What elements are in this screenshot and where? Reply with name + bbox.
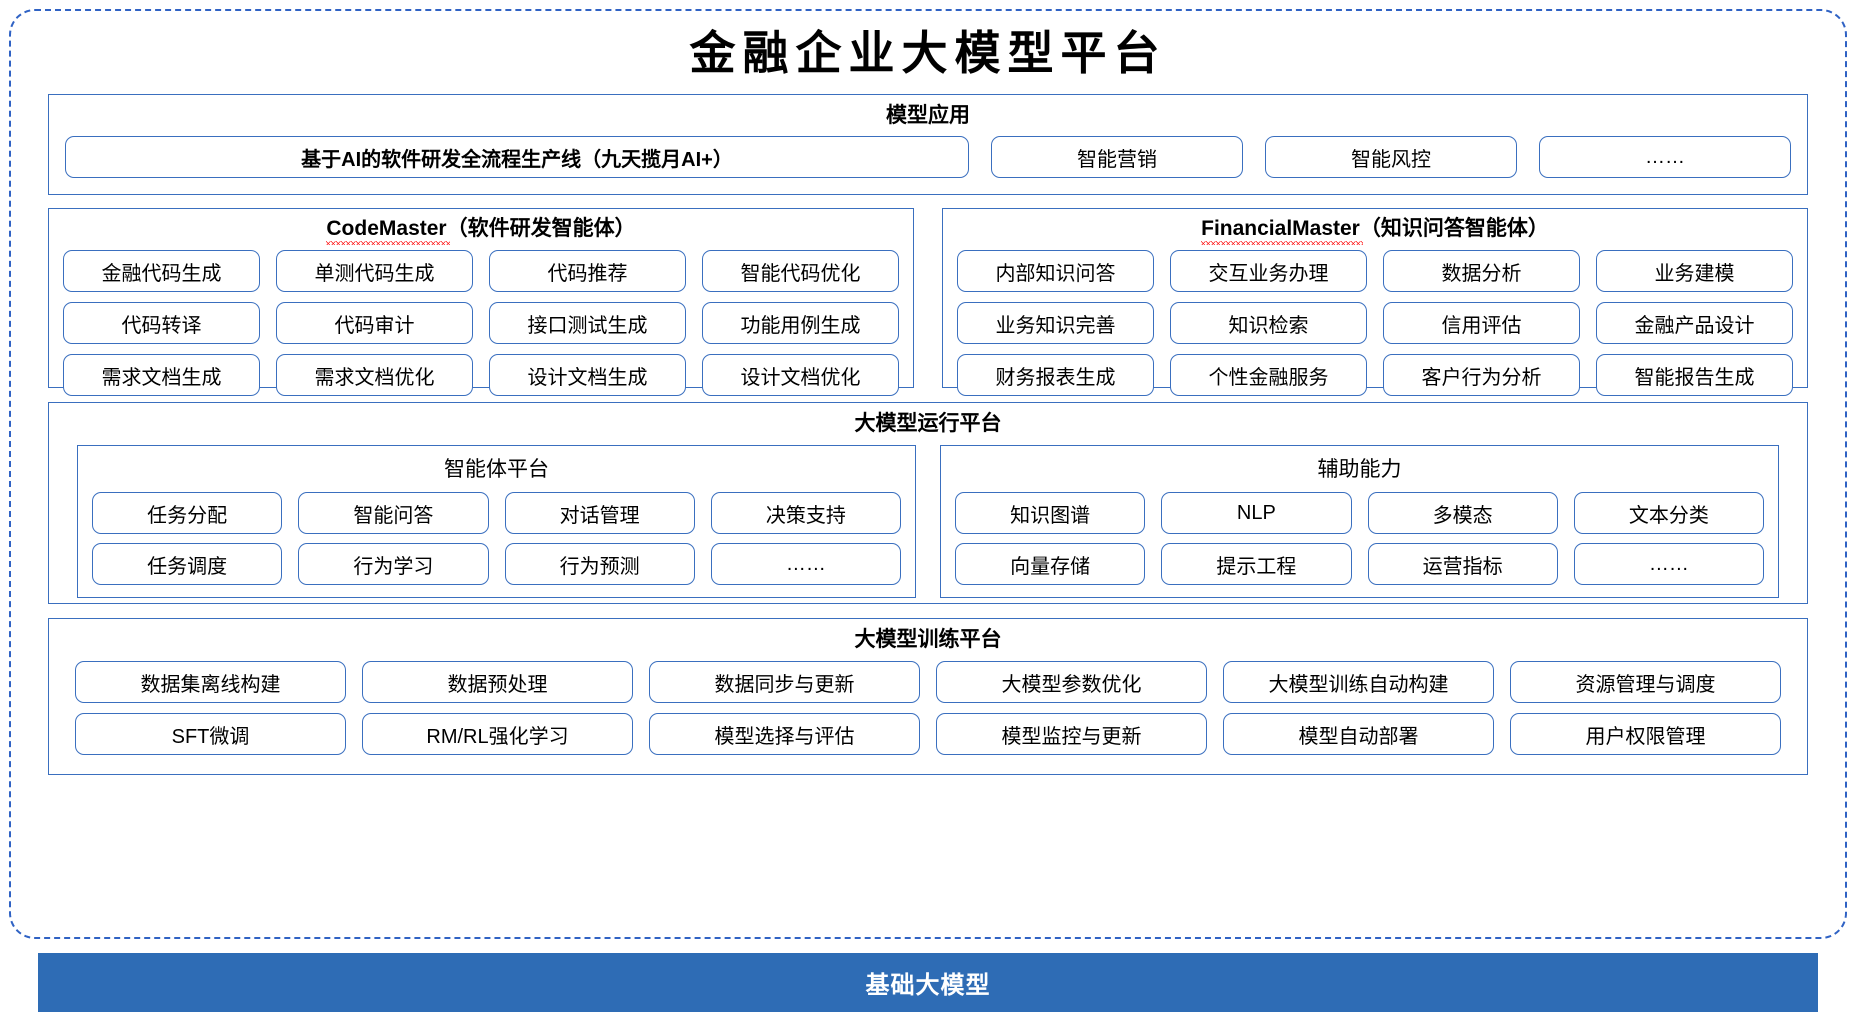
codemaster-suffix: （软件研发智能体） xyxy=(446,217,636,240)
agent-platform-row-0: 任务分配 智能问答 对话管理 决策支持 xyxy=(92,492,901,535)
codemaster-item-0-2[interactable]: 代码推荐 xyxy=(489,250,686,293)
financialmaster-name: FinancialMaster xyxy=(1201,217,1363,246)
training-item-1-1[interactable]: RM/RL强化学习 xyxy=(362,713,633,756)
subpanel-auxiliary-capability: 辅助能力 知识图谱 NLP 多模态 文本分类 向量存储 提示工程 运营指标 …… xyxy=(940,445,1779,599)
outer-dashed-frame xyxy=(9,9,1847,939)
financialmaster-item-2-0[interactable]: 财务报表生成 xyxy=(957,354,1154,397)
section-title-model-application: 模型应用 xyxy=(886,104,970,127)
codemaster-item-1-1[interactable]: 代码审计 xyxy=(276,302,473,345)
codemaster-item-2-1[interactable]: 需求文档优化 xyxy=(276,354,473,397)
training-item-1-0[interactable]: SFT微调 xyxy=(75,713,346,756)
auxiliary-row-1: 向量存储 提示工程 运营指标 …… xyxy=(955,543,1764,586)
training-item-0-4[interactable]: 大模型训练自动构建 xyxy=(1223,661,1494,704)
section-title-financialmaster: FinancialMaster（知识问答智能体） xyxy=(957,217,1793,246)
app-item-0[interactable]: 智能营销 xyxy=(991,136,1243,179)
financialmaster-item-0-2[interactable]: 数据分析 xyxy=(1383,250,1580,293)
subpanel-agent-platform: 智能体平台 任务分配 智能问答 对话管理 决策支持 任务调度 行为学习 行为预测… xyxy=(77,445,916,599)
financialmaster-row-2: 财务报表生成 个性金融服务 客户行为分析 智能报告生成 xyxy=(957,354,1793,397)
training-row-0: 数据集离线构建 数据预处理 数据同步与更新 大模型参数优化 大模型训练自动构建 … xyxy=(75,661,1781,704)
codemaster-name: CodeMaster xyxy=(326,217,450,246)
codemaster-item-0-0[interactable]: 金融代码生成 xyxy=(63,250,260,293)
financialmaster-item-1-2[interactable]: 信用评估 xyxy=(1383,302,1580,345)
agent-platform-item-0-2[interactable]: 对话管理 xyxy=(504,492,695,535)
section-financialmaster: FinancialMaster（知识问答智能体） 内部知识问答 交互业务办理 数… xyxy=(942,208,1808,397)
auxiliary-item-1-2[interactable]: 运营指标 xyxy=(1367,543,1558,586)
training-item-1-5[interactable]: 用户权限管理 xyxy=(1510,713,1781,756)
agent-platform-item-1-0[interactable]: 任务调度 xyxy=(92,543,283,586)
foundation-model-banner: 基础大模型 xyxy=(38,953,1818,1012)
agent-platform-item-1-3[interactable]: …… xyxy=(710,543,901,586)
auxiliary-item-1-0[interactable]: 向量存储 xyxy=(955,543,1146,586)
financialmaster-item-1-1[interactable]: 知识检索 xyxy=(1170,302,1367,345)
agent-platform-row-1: 任务调度 行为学习 行为预测 …… xyxy=(92,543,901,586)
agent-platform-item-0-1[interactable]: 智能问答 xyxy=(298,492,489,535)
section-training-platform: 大模型训练平台 数据集离线构建 数据预处理 数据同步与更新 大模型参数优化 大模… xyxy=(48,618,1808,775)
codemaster-item-0-3[interactable]: 智能代码优化 xyxy=(702,250,899,293)
training-item-0-2[interactable]: 数据同步与更新 xyxy=(649,661,920,704)
financialmaster-item-2-2[interactable]: 客户行为分析 xyxy=(1383,354,1580,397)
agent-platform-item-0-3[interactable]: 决策支持 xyxy=(710,492,901,535)
financialmaster-item-1-3[interactable]: 金融产品设计 xyxy=(1596,302,1793,345)
financialmaster-item-0-1[interactable]: 交互业务办理 xyxy=(1170,250,1367,293)
financialmaster-row-1: 业务知识完善 知识检索 信用评估 金融产品设计 xyxy=(957,302,1793,345)
agent-platform-item-1-1[interactable]: 行为学习 xyxy=(298,543,489,586)
section-runtime-platform: 大模型运行平台 智能体平台 任务分配 智能问答 对话管理 决策支持 任务调度 行… xyxy=(48,402,1808,604)
training-row-1: SFT微调 RM/RL强化学习 模型选择与评估 模型监控与更新 模型自动部署 用… xyxy=(75,713,1781,756)
agent-platform-item-1-2[interactable]: 行为预测 xyxy=(504,543,695,586)
model-application-items: 基于AI的软件研发全流程生产线（九天揽月AI+） 智能营销 智能风控 …… xyxy=(65,136,1791,179)
financialmaster-item-2-3[interactable]: 智能报告生成 xyxy=(1596,354,1793,397)
auxiliary-item-0-2[interactable]: 多模态 xyxy=(1367,492,1558,535)
training-item-1-2[interactable]: 模型选择与评估 xyxy=(649,713,920,756)
codemaster-item-2-2[interactable]: 设计文档生成 xyxy=(489,354,686,397)
financialmaster-item-1-0[interactable]: 业务知识完善 xyxy=(957,302,1154,345)
section-codemaster: CodeMaster（软件研发智能体） 金融代码生成 单测代码生成 代码推荐 智… xyxy=(48,208,914,397)
app-item-1[interactable]: 智能风控 xyxy=(1265,136,1517,179)
financialmaster-item-2-1[interactable]: 个性金融服务 xyxy=(1170,354,1367,397)
foundation-model-label: 基础大模型 xyxy=(865,972,991,999)
codemaster-item-1-0[interactable]: 代码转译 xyxy=(63,302,260,345)
auxiliary-item-0-1[interactable]: NLP xyxy=(1161,492,1352,535)
codemaster-row-0: 金融代码生成 单测代码生成 代码推荐 智能代码优化 xyxy=(63,250,899,293)
app-item-2[interactable]: …… xyxy=(1539,136,1791,179)
training-item-1-4[interactable]: 模型自动部署 xyxy=(1223,713,1494,756)
auxiliary-item-1-3[interactable]: …… xyxy=(1573,543,1764,586)
subpanel-title-agent-platform: 智能体平台 xyxy=(444,458,549,482)
auxiliary-item-0-3[interactable]: 文本分类 xyxy=(1573,492,1764,535)
codemaster-item-0-1[interactable]: 单测代码生成 xyxy=(276,250,473,293)
codemaster-item-2-0[interactable]: 需求文档生成 xyxy=(63,354,260,397)
subpanel-title-auxiliary-capability: 辅助能力 xyxy=(1317,458,1402,482)
codemaster-item-1-3[interactable]: 功能用例生成 xyxy=(702,302,899,345)
section-title-runtime-platform: 大模型运行平台 xyxy=(854,412,1002,435)
page-title: 金融企业大模型平台 xyxy=(689,28,1167,79)
codemaster-item-1-2[interactable]: 接口测试生成 xyxy=(489,302,686,345)
auxiliary-item-1-1[interactable]: 提示工程 xyxy=(1161,543,1352,586)
training-item-0-3[interactable]: 大模型参数优化 xyxy=(936,661,1207,704)
codemaster-row-1: 代码转译 代码审计 接口测试生成 功能用例生成 xyxy=(63,302,899,345)
agent-platform-item-0-0[interactable]: 任务分配 xyxy=(92,492,283,535)
financialmaster-suffix: （知识问答智能体） xyxy=(1359,217,1549,240)
financialmaster-row-0: 内部知识问答 交互业务办理 数据分析 业务建模 xyxy=(957,250,1793,293)
app-item-pipeline[interactable]: 基于AI的软件研发全流程生产线（九天揽月AI+） xyxy=(65,136,969,179)
section-model-application: 模型应用 基于AI的软件研发全流程生产线（九天揽月AI+） 智能营销 智能风控 … xyxy=(48,94,1808,195)
auxiliary-row-0: 知识图谱 NLP 多模态 文本分类 xyxy=(955,492,1764,535)
codemaster-item-2-3[interactable]: 设计文档优化 xyxy=(702,354,899,397)
training-item-1-3[interactable]: 模型监控与更新 xyxy=(936,713,1207,756)
training-item-0-0[interactable]: 数据集离线构建 xyxy=(75,661,346,704)
auxiliary-item-0-0[interactable]: 知识图谱 xyxy=(955,492,1146,535)
training-item-0-5[interactable]: 资源管理与调度 xyxy=(1510,661,1781,704)
section-title-codemaster: CodeMaster（软件研发智能体） xyxy=(63,217,899,246)
financialmaster-item-0-0[interactable]: 内部知识问答 xyxy=(957,250,1154,293)
section-title-training-platform: 大模型训练平台 xyxy=(854,628,1002,651)
training-item-0-1[interactable]: 数据预处理 xyxy=(362,661,633,704)
codemaster-row-2: 需求文档生成 需求文档优化 设计文档生成 设计文档优化 xyxy=(63,354,899,397)
financialmaster-item-0-3[interactable]: 业务建模 xyxy=(1596,250,1793,293)
